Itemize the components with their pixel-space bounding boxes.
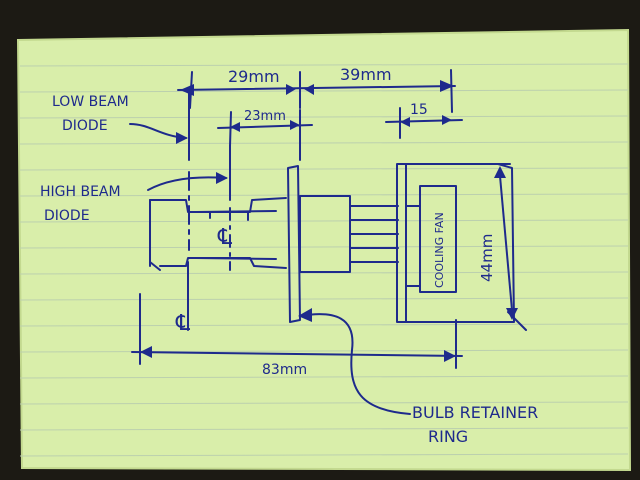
arrow-23-left: [230, 122, 240, 132]
arrow-23-right: [290, 120, 300, 130]
dim-15: 15: [410, 102, 428, 118]
label-high-beam-line1: HIGH BEAM: [40, 184, 121, 200]
arrowheads: [140, 80, 518, 362]
arrow-high-beam-leader: [216, 172, 228, 184]
dimension-line-overall: [131, 351, 463, 357]
arrow-low-beam-leader: [176, 132, 188, 144]
label-retainer-line1: BULB RETAINER: [412, 403, 538, 422]
arrow-top-mid-left: [286, 84, 296, 95]
centerline-symbol-low: ℄: [175, 311, 191, 336]
dim-23mm: 23mm: [244, 109, 286, 124]
dim-83mm: 83mm: [262, 362, 307, 378]
label-low-beam-line2: DIODE: [62, 118, 108, 134]
cooling-fan-box: [419, 185, 457, 293]
bulb-retainer-ring: [287, 165, 301, 323]
arrow-top-left: [180, 84, 194, 96]
arrow-15-left: [400, 117, 410, 127]
card-edge: [16, 28, 632, 472]
arrow-15-right: [442, 115, 452, 125]
bulb-inner-bottom: [195, 257, 277, 260]
bulb-inner-top: [195, 210, 277, 213]
dim-39mm: 39mm: [340, 65, 392, 84]
dim-29mm: 29mm: [228, 67, 280, 86]
dimension-line-44: [499, 175, 513, 311]
label-retainer-line2: RING: [428, 427, 468, 446]
arrow-top-right: [440, 80, 454, 92]
arrow-top-mid-right: [304, 84, 314, 95]
drawing-ink: [129, 69, 527, 415]
tick-fan-end-top: [450, 69, 453, 113]
dimension-line-top: [177, 85, 456, 91]
dim-44mm: 44mm: [478, 234, 496, 282]
arrow-overall-right: [444, 350, 456, 362]
bulb-left-corner: [149, 261, 161, 271]
card-surface: [18, 30, 630, 470]
arrow-44-bottom: [506, 308, 518, 320]
label-low-beam-line1: LOW BEAM: [52, 94, 129, 110]
leader-retainer: [299, 313, 411, 415]
arrow-44-top: [494, 166, 506, 178]
centerline-symbol-high: ℄: [217, 225, 233, 250]
label-high-beam-line2: DIODE: [44, 208, 90, 224]
arrow-overall-left: [140, 346, 152, 358]
label-cooling-fan: COOLING FAN: [433, 212, 446, 288]
arrow-retainer-leader: [298, 308, 312, 322]
tick-high-beam-top: [229, 111, 232, 147]
fan-housing: [405, 163, 515, 323]
